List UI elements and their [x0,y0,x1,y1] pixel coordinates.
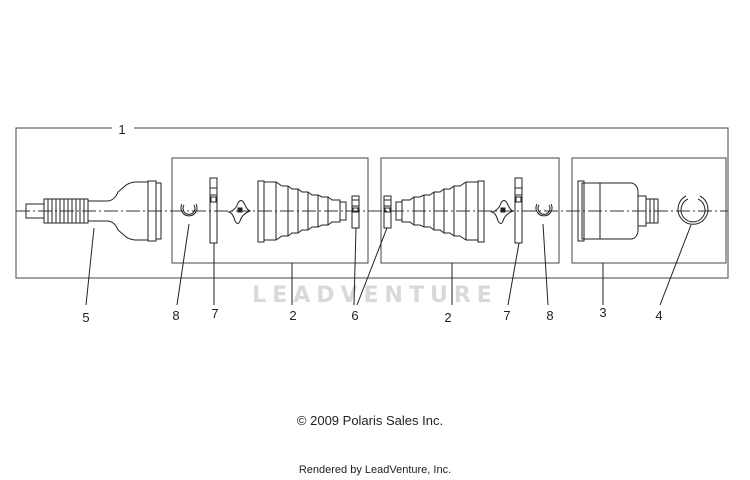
leader-lines [85,223,692,306]
snap-ring-left-part [180,203,198,217]
callout-3: 3 [599,305,606,320]
outer-cv-joint-part [25,180,162,242]
callout-4: 4 [655,308,662,323]
assembly-frame [15,127,729,279]
small-clamp-right-part [490,200,515,224]
callout-6: 6 [351,308,358,323]
boot-left-part [257,180,347,243]
copyright-text: © 2009 Polaris Sales Inc. [296,413,444,428]
inner-cv-joint-part [577,180,659,242]
callout-7-right: 7 [503,308,510,323]
boot-right-part [395,180,485,243]
callout-5: 5 [82,310,89,325]
snap-ring-right-part [535,203,553,217]
boot-clamp-small-part-b [383,195,392,229]
callout-2-left: 2 [289,308,296,323]
circlip-part [677,195,709,225]
small-clamp-left-part [227,200,252,224]
callout-8-right: 8 [546,308,553,323]
callout-7-left: 7 [211,306,218,321]
rendered-by-text: Rendered by LeadVenture, Inc. [298,464,452,476]
callout-8-left: 8 [172,308,179,323]
callout-2-right: 2 [444,310,451,325]
callout-1: 1 [118,122,125,137]
boot-clamp-small-part-a [351,195,360,229]
